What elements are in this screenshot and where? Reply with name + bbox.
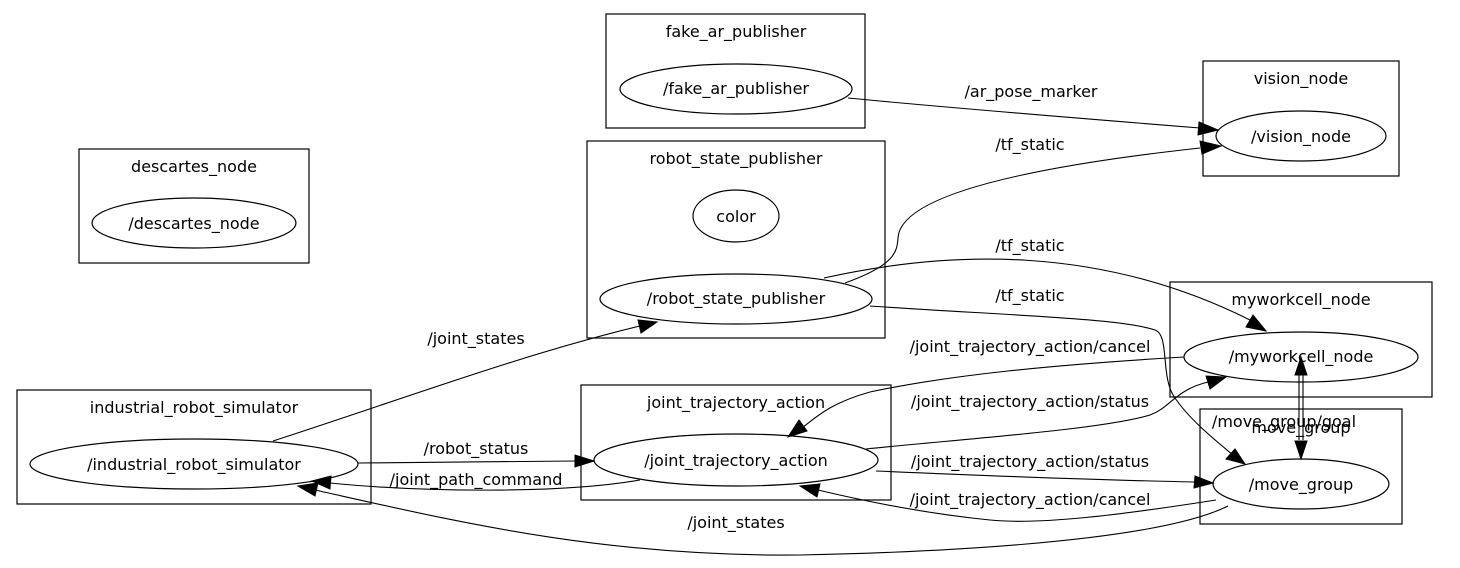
edge-jta-cancel-bottom-label: /joint_trajectory_action/cancel [910, 490, 1151, 510]
cluster-myworkcell-node-label: myworkcell_node [1231, 290, 1370, 310]
edge-jta-cancel-bottom: /joint_trajectory_action/cancel [798, 483, 1217, 522]
edge-tf-static-1: /tf_static [844, 135, 1223, 284]
cluster-move-group-label: move_group [1251, 418, 1350, 438]
edge-tf-static-1-label: /tf_static [995, 135, 1064, 155]
cluster-move-group-overlap-label: /move_group/goal [1212, 412, 1356, 432]
edge-jta-status-bottom-label: /joint_trajectory_action/status [911, 452, 1149, 472]
node-move-group-label: /move_group [1249, 475, 1354, 495]
edge-tf-static-3: /tf_static [869, 286, 1247, 465]
edge-jta-status-bottom: /joint_trajectory_action/status [875, 452, 1215, 489]
edge-robot-status-label: /robot_status [424, 439, 529, 459]
node-robot-state-publisher-label: /robot_state_publisher [647, 289, 826, 309]
node-color[interactable]: color [692, 189, 780, 243]
node-color-label: color [716, 207, 756, 226]
node-joint-trajectory-action[interactable]: /joint_trajectory_action [593, 433, 879, 487]
edge-tf-static-2: /tf_static [823, 236, 1268, 332]
edge-joint-path-command: /joint_path_command [310, 470, 641, 491]
edge-jta-cancel-top-label: /joint_trajectory_action/cancel [910, 337, 1151, 357]
edge-myworkcell-move-group [1294, 355, 1308, 461]
cluster-joint-trajectory-action: joint_trajectory_action [580, 384, 892, 501]
edge-jta-status-top: /joint_trajectory_action/status [865, 375, 1228, 450]
edge-jta-status-top-label: /joint_trajectory_action/status [911, 392, 1149, 412]
node-industrial-robot-simulator-label: /industrial_robot_simulator [87, 455, 301, 475]
node-vision-node-label: /vision_node [1251, 127, 1351, 147]
cluster-robot-state-publisher: robot_state_publisher [586, 140, 886, 339]
cluster-fake-ar-publisher-label: fake_ar_publisher [666, 22, 807, 42]
cluster-descartes-node-label: descartes_node [131, 157, 257, 177]
node-robot-state-publisher[interactable]: /robot_state_publisher [599, 273, 873, 325]
cluster-industrial-robot-simulator: industrial_robot_simulator [16, 389, 372, 505]
edge-joint-states-bottom: /joint_states [296, 482, 1229, 556]
cluster-vision-node-label: vision_node [1254, 69, 1349, 89]
edge-tf-static-2-label: /tf_static [995, 236, 1064, 256]
edge-tf-static-3-label: /tf_static [995, 286, 1064, 306]
edge-robot-status: /robot_status [357, 439, 596, 468]
edge-jta-cancel-top: /joint_trajectory_action/cancel [786, 337, 1185, 438]
edge-joint-states-top-label: /joint_states [427, 329, 524, 349]
node-move-group[interactable]: /move_group [1212, 458, 1390, 510]
cluster-vision-node: vision_node [1202, 60, 1400, 177]
node-fake-ar-publisher[interactable]: /fake_ar_publisher [619, 63, 853, 115]
cluster-industrial-robot-simulator-label: industrial_robot_simulator [90, 398, 299, 418]
node-joint-trajectory-action-label: /joint_trajectory_action [644, 451, 828, 471]
cluster-fake-ar-publisher: fake_ar_publisher [605, 13, 866, 129]
edge-ar-pose-marker-label: /ar_pose_marker [965, 82, 1098, 102]
cluster-descartes-node: descartes_node [78, 148, 310, 264]
node-descartes-node[interactable]: /descartes_node [91, 197, 297, 249]
edge-ar-pose-marker: /ar_pose_marker [847, 82, 1220, 136]
node-vision-node[interactable]: /vision_node [1215, 110, 1387, 162]
edge-joint-states-top: /joint_states [272, 319, 659, 442]
cluster-robot-state-publisher-label: robot_state_publisher [649, 149, 822, 169]
edge-joint-path-command-label: /joint_path_command [390, 470, 563, 490]
node-fake-ar-publisher-label: /fake_ar_publisher [663, 79, 809, 99]
node-industrial-robot-simulator[interactable]: /industrial_robot_simulator [29, 438, 359, 490]
cluster-myworkcell-node: myworkcell_node [1169, 281, 1433, 398]
cluster-move-group: move_group /move_group/goal [1199, 408, 1403, 525]
cluster-joint-trajectory-action-label: joint_trajectory_action [646, 393, 825, 413]
edge-joint-states-bottom-label: /joint_states [687, 513, 784, 533]
node-descartes-node-label: /descartes_node [128, 214, 259, 234]
